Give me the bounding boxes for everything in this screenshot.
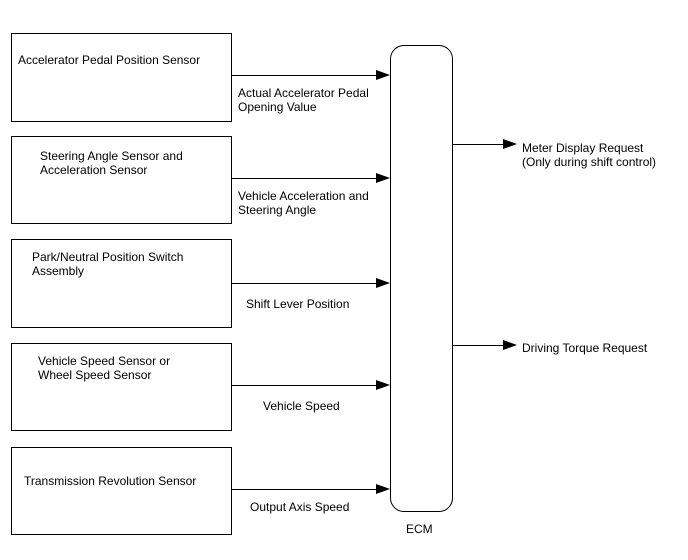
output-line-meter-display: [453, 144, 503, 145]
signal-line-output-axis: [232, 489, 376, 490]
arrow-driving-torque: [503, 340, 517, 350]
sensor-box-accelerator-pedal: [11, 33, 232, 122]
output-line-driving-torque: [453, 345, 503, 346]
signal-label-output-axis: Output Axis Speed: [250, 500, 350, 514]
sensor-box-park-neutral: [11, 239, 232, 328]
arrow-shift-lever: [376, 278, 390, 288]
signal-line-steering: [232, 178, 376, 179]
signal-label-accelerator-2: Opening Value: [238, 100, 317, 114]
output-label-meter-display-1: Meter Display Request: [522, 141, 644, 155]
arrow-vehicle-speed: [376, 380, 390, 390]
signal-line-shift-lever: [232, 283, 376, 284]
ecm-block: [390, 45, 453, 512]
arrow-meter-display: [503, 139, 517, 149]
signal-line-accelerator: [232, 75, 376, 76]
arrow-steering: [376, 173, 390, 183]
sensor-box-vehicle-speed: [11, 343, 232, 431]
sensor-label-vehicle-speed-1: Vehicle Speed Sensor or: [38, 354, 171, 368]
sensor-label-steering-angle-2: Acceleration Sensor: [40, 163, 148, 177]
arrow-output-axis: [376, 484, 390, 494]
output-label-driving-torque: Driving Torque Request: [522, 341, 648, 355]
sensor-label-vehicle-speed-2: Wheel Speed Sensor: [38, 368, 152, 382]
signal-label-steering-2: Steering Angle: [238, 203, 317, 217]
sensor-label-park-neutral-2: Assembly: [32, 264, 85, 278]
signal-label-steering-1: Vehicle Acceleration and: [238, 189, 369, 203]
signal-label-vehicle-speed: Vehicle Speed: [263, 399, 340, 413]
signal-label-accelerator-1: Actual Accelerator Pedal: [238, 86, 369, 100]
output-label-meter-display-2: (Only during shift control): [522, 155, 657, 169]
signal-line-vehicle-speed: [232, 385, 376, 386]
sensor-label-park-neutral-1: Park/Neutral Position Switch: [32, 250, 184, 264]
sensor-box-steering-angle: [11, 136, 232, 224]
signal-label-shift-lever: Shift Lever Position: [246, 297, 350, 311]
sensor-label-steering-angle-1: Steering Angle Sensor and: [40, 149, 183, 163]
ecm-label: ECM: [406, 522, 433, 536]
sensor-box-transmission-revolution: [11, 447, 232, 535]
arrow-accelerator: [376, 70, 390, 80]
sensor-label-transmission-revolution: Transmission Revolution Sensor: [24, 474, 197, 488]
sensor-label-accelerator-pedal: Accelerator Pedal Position Sensor: [18, 53, 201, 67]
